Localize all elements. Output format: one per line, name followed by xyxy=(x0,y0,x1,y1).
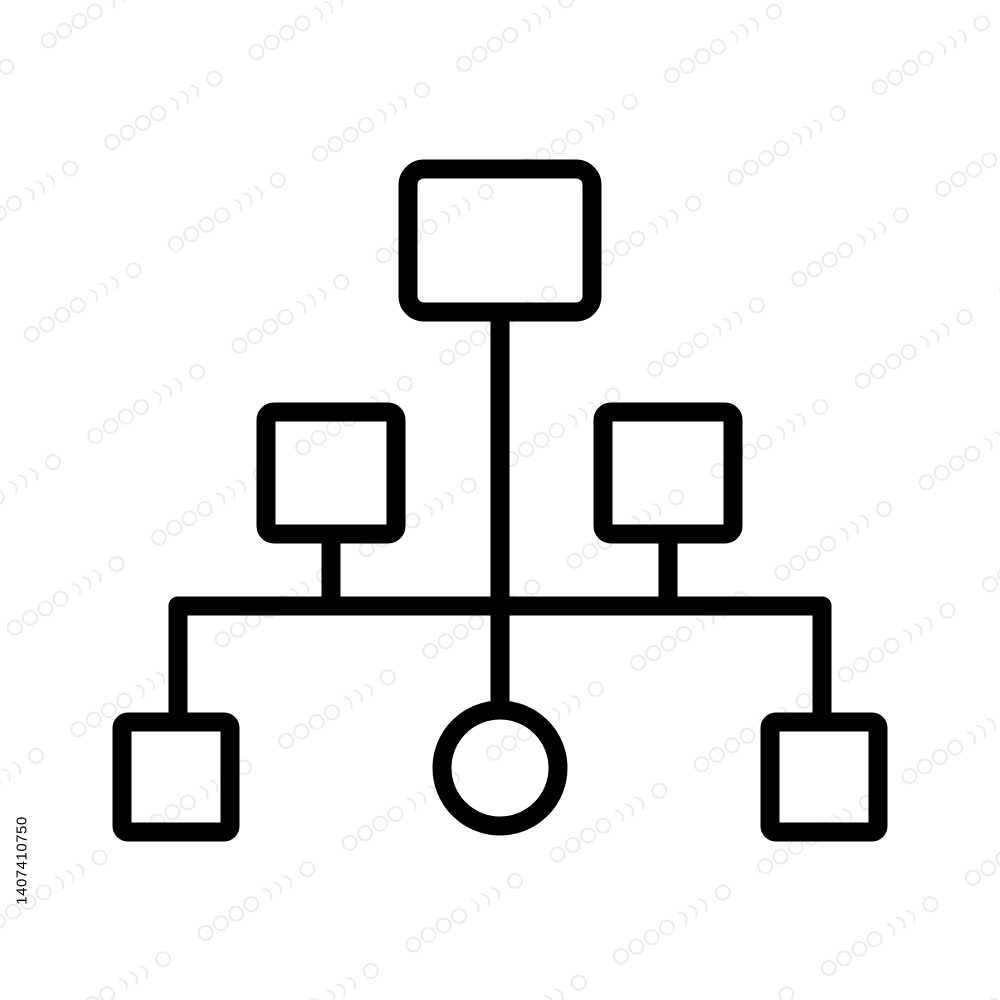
mid-left-node-box xyxy=(256,402,406,544)
root-node-box xyxy=(398,159,602,322)
stock-id-watermark: 1407410750 xyxy=(0,760,44,960)
bottom-center-node-circle xyxy=(432,700,568,836)
mid-right-node-box xyxy=(593,402,743,544)
bottom-left-node-box xyxy=(112,712,240,842)
bottom-right-node-box xyxy=(760,712,888,842)
stock-id-text: 1407410750 xyxy=(13,815,31,905)
